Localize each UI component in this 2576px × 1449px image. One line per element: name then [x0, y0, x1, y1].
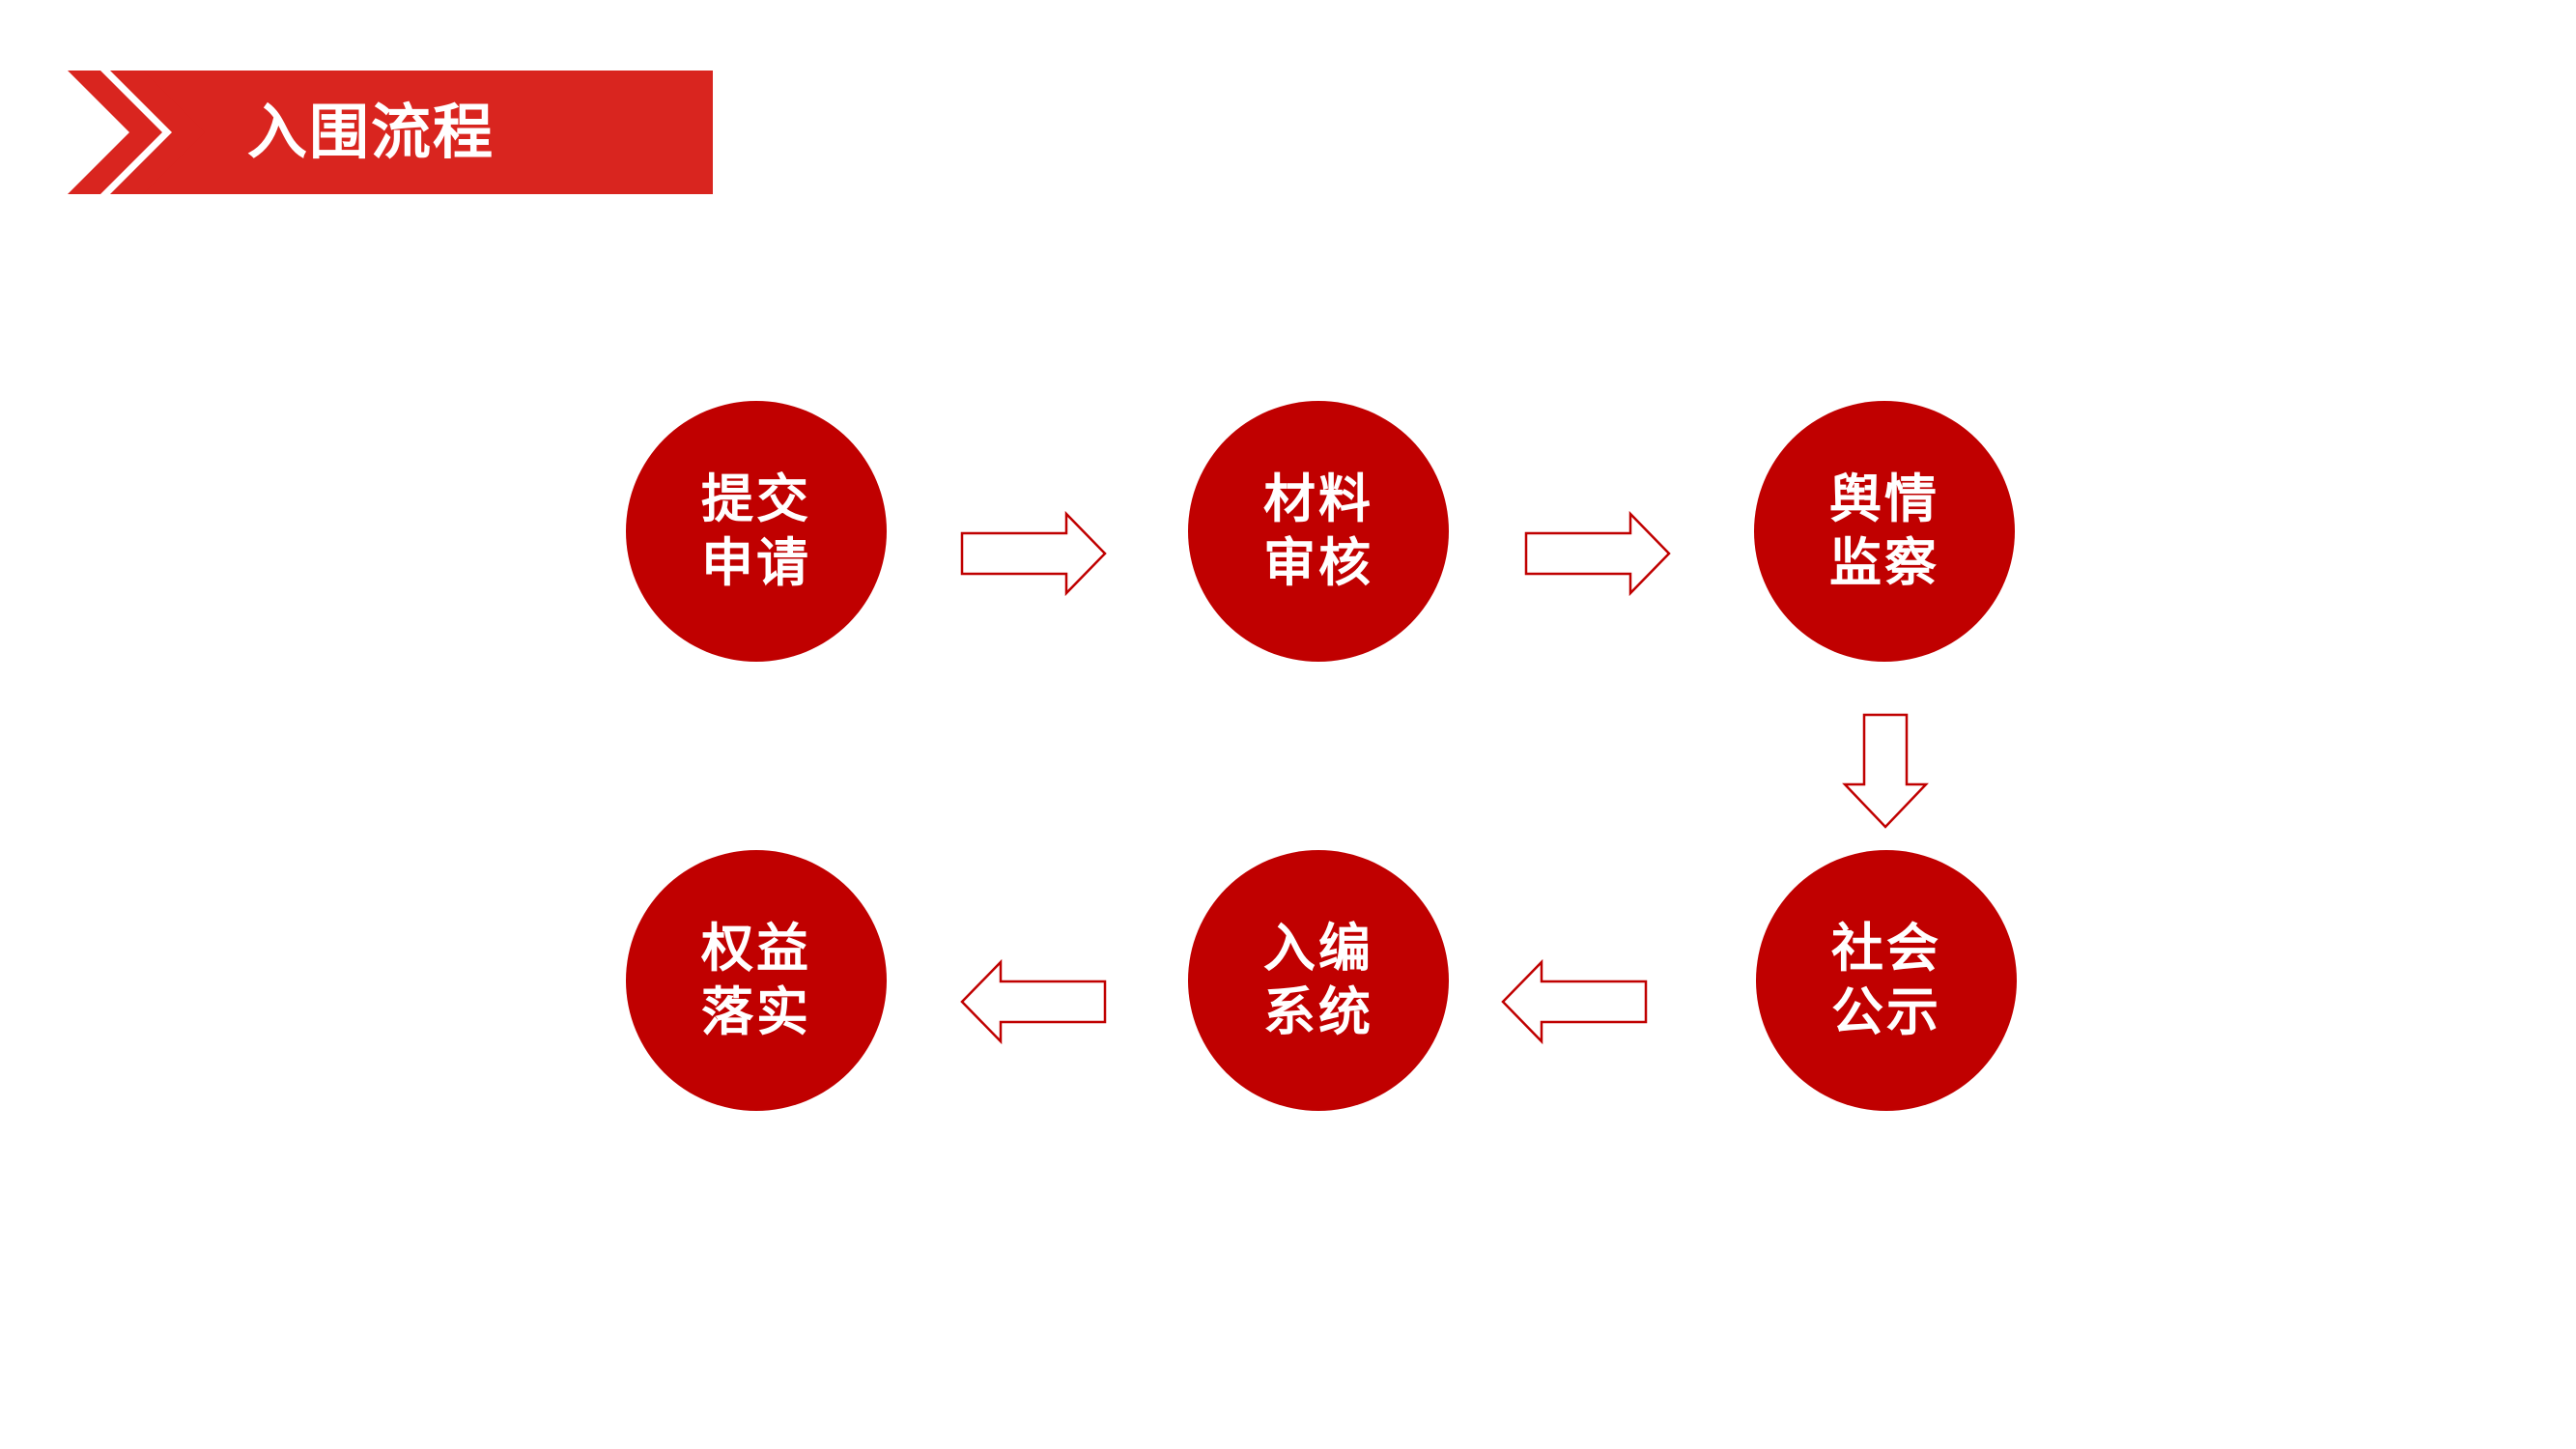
left-arrow-icon: [1501, 958, 1648, 1045]
header-banner: 入围流程: [68, 71, 713, 194]
right-arrow-icon: [960, 510, 1107, 597]
step-label-line1: 权益: [701, 918, 811, 979]
step-label-line2: 申请: [701, 532, 811, 593]
page-title: 入围流程: [247, 97, 495, 167]
flow-step-rights-implementation: 权益 落实: [626, 850, 887, 1111]
step-label-line1: 社会: [1831, 918, 1941, 979]
flow-step-opinion-monitoring: 舆情 监察: [1754, 401, 2015, 662]
step-label-line2: 监察: [1829, 532, 1939, 593]
chevron-banner-graphic: [68, 71, 713, 194]
flow-step-public-notice: 社会 公示: [1756, 850, 2017, 1111]
chevron-icon: [68, 71, 162, 194]
step-label-line1: 提交: [701, 469, 811, 529]
step-label-line2: 系统: [1263, 981, 1373, 1042]
down-arrow-icon: [1842, 713, 1929, 829]
chevron-icon: [110, 71, 205, 194]
step-label-line1: 舆情: [1829, 469, 1939, 529]
flow-step-submit-application: 提交 申请: [626, 401, 887, 662]
step-label-line1: 入编: [1263, 918, 1373, 979]
step-label-line2: 落实: [701, 981, 811, 1042]
left-arrow-icon: [960, 958, 1107, 1045]
step-label-line1: 材料: [1263, 469, 1373, 529]
right-arrow-icon: [1524, 510, 1671, 597]
step-label-line2: 公示: [1831, 981, 1941, 1042]
step-label-line2: 审核: [1263, 532, 1373, 593]
flow-step-enter-system: 入编 系统: [1188, 850, 1449, 1111]
flow-step-material-review: 材料 审核: [1188, 401, 1449, 662]
